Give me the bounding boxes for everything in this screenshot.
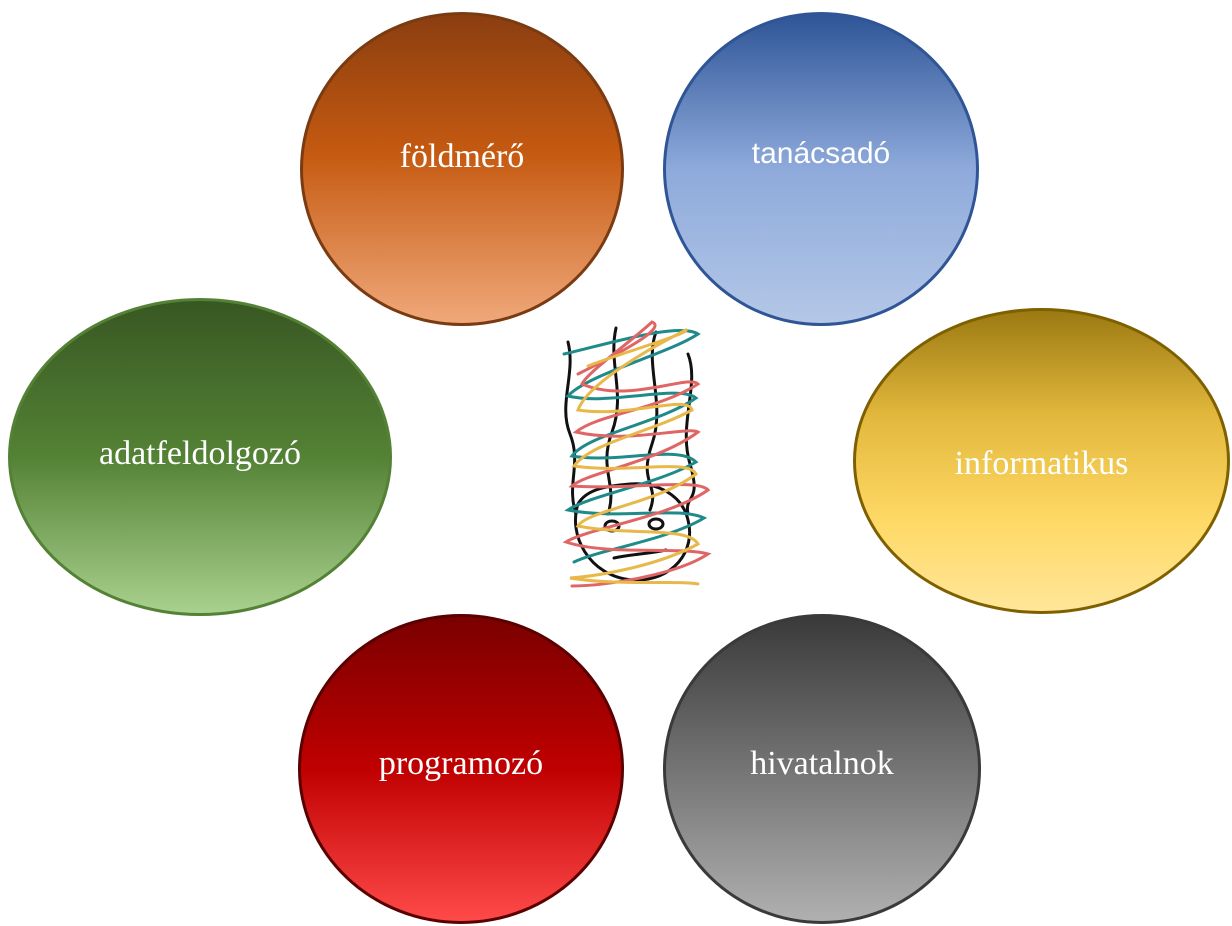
bubble-informatikus: informatikus [853, 308, 1230, 614]
bubble-foldmero: földmérő [300, 12, 624, 326]
tangled-person-drawing [562, 320, 712, 588]
bubble-tanacsado: tanácsadó [663, 12, 979, 326]
bubble-adatfeldolgozo: adatfeldolgozó [8, 298, 392, 616]
bubble-label-programozo: programozó [378, 745, 544, 782]
bubble-hivatalnok: hivatalnok [663, 614, 981, 924]
bubble-label-foldmero: földmérő [399, 138, 525, 175]
bubble-programozo: programozó [298, 614, 624, 924]
bubble-label-tanacsado: tanácsadó [751, 137, 891, 170]
bubble-label-informatikus: informatikus [954, 445, 1129, 482]
bubble-label-hivatalnok: hivatalnok [750, 745, 894, 782]
bubble-label-adatfeldolgozo: adatfeldolgozó [98, 435, 302, 472]
